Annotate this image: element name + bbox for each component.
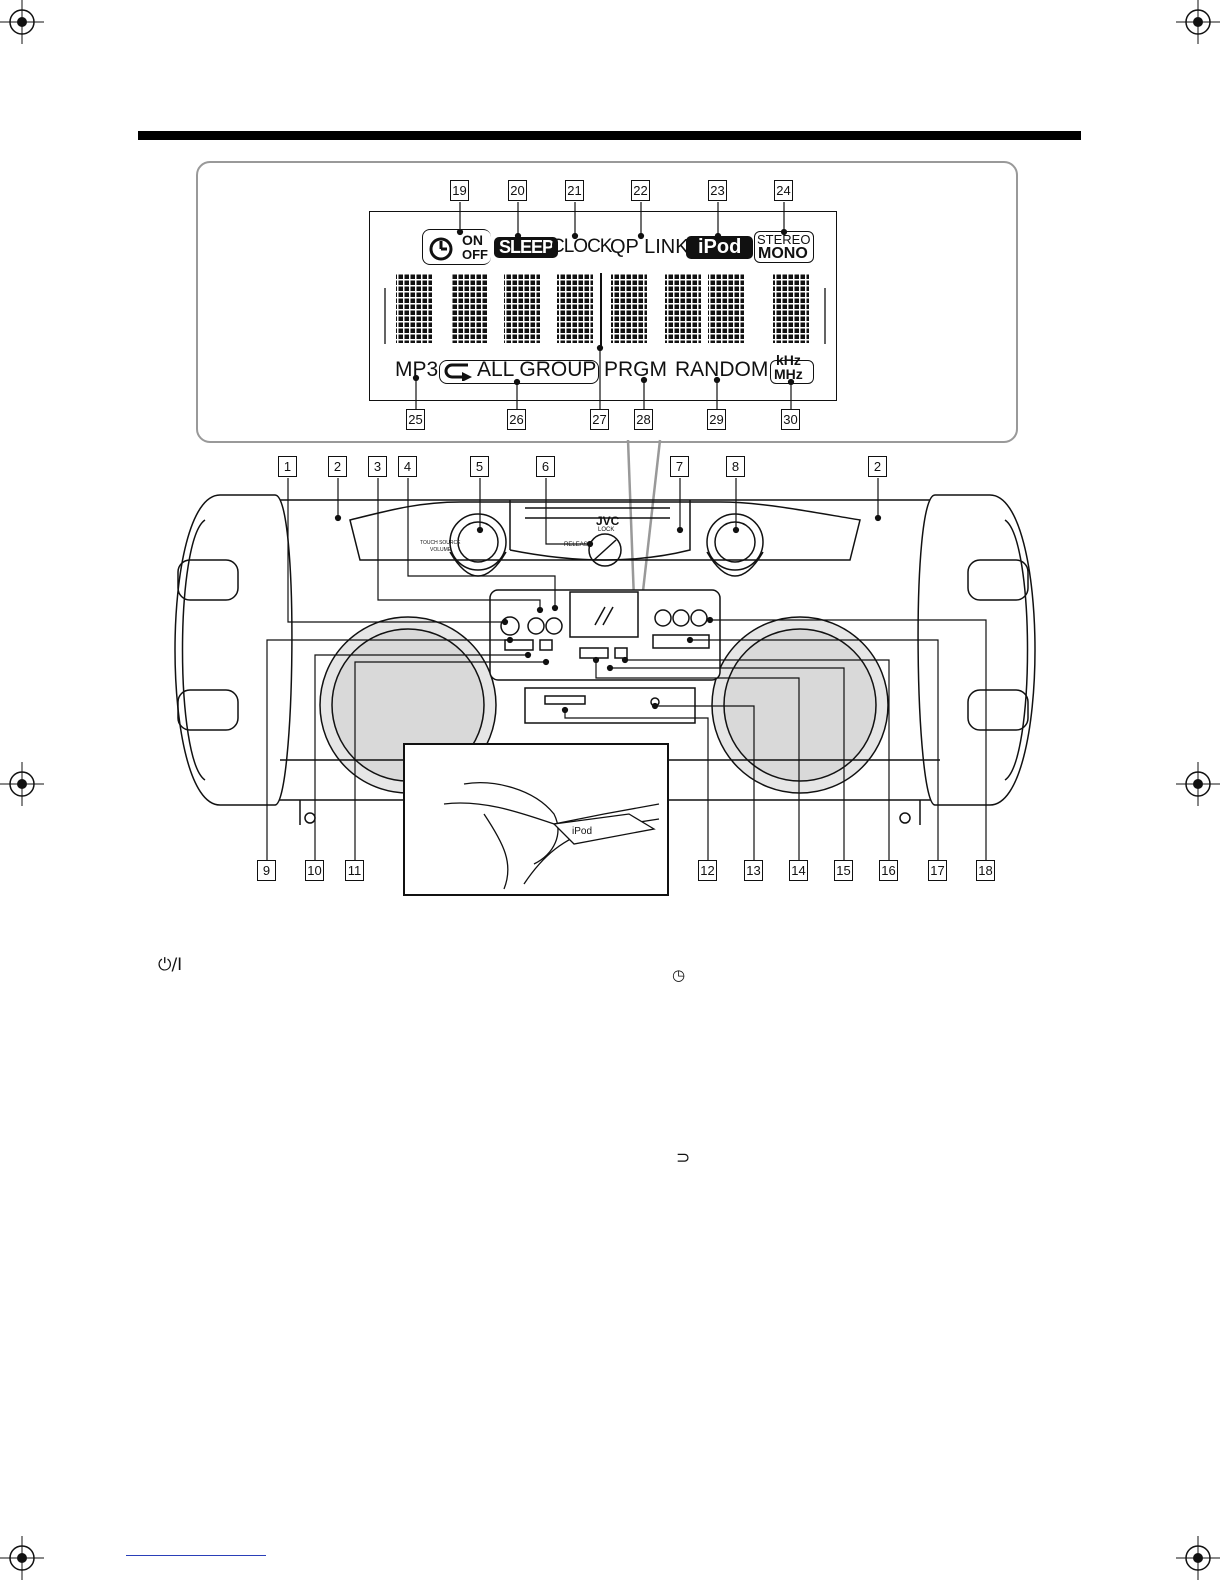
registration-mark-bottom-left <box>0 1536 44 1580</box>
footer-rule <box>126 1555 266 1556</box>
registration-mark-bottom-right <box>1176 1536 1220 1580</box>
power-standby-symbol: ⏻/I <box>158 955 182 975</box>
repeat-symbol: ⊃ <box>676 1148 690 1168</box>
timer-symbol: ◷ <box>672 966 685 984</box>
device-leader-lines <box>0 0 1224 900</box>
